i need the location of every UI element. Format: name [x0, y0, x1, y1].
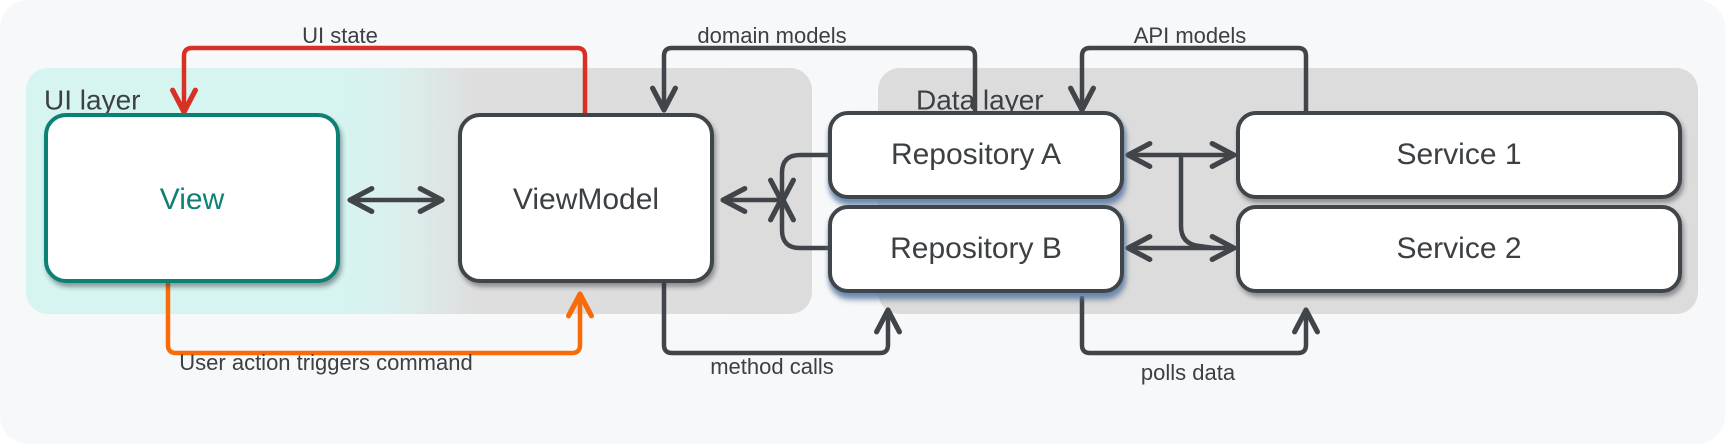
- service-2-box[interactable]: [1236, 205, 1682, 293]
- service-2-label: Service 2: [1396, 232, 1521, 265]
- edge-repo-b-to-viewmodel-branch: [768, 195, 831, 251]
- edge-ui-state: [170, 45, 588, 138]
- node-service-1[interactable]: Service 1: [1236, 111, 1682, 199]
- edge-method-calls: [661, 279, 902, 356]
- viewmodel-label: ViewModel: [513, 183, 659, 216]
- edge-label-user-action: User action triggers command: [179, 350, 472, 375]
- edge-service-cross-link: [1178, 152, 1217, 251]
- edge-label-ui-state: UI state: [302, 23, 378, 48]
- node-view[interactable]: View: [44, 113, 340, 283]
- node-service-2[interactable]: Service 2: [1236, 205, 1682, 293]
- node-viewmodel[interactable]: ViewModel: [458, 113, 714, 283]
- edge-label-domain-models: domain models: [697, 23, 846, 48]
- repository-b-box[interactable]: [828, 205, 1124, 293]
- service-1-box[interactable]: [1236, 111, 1682, 199]
- repository-a-label: Repository A: [891, 138, 1061, 171]
- edge-label-method-calls: method calls: [710, 354, 834, 379]
- edge-domain-models: [650, 45, 978, 115]
- edge-label-api-models: API models: [1134, 23, 1247, 48]
- edge-user-action: [165, 279, 594, 356]
- node-repository-b[interactable]: Repository B: [828, 205, 1124, 293]
- edge-repo-a-to-viewmodel-branch: [768, 152, 831, 205]
- data-layer-label: Data layer: [916, 84, 1044, 115]
- edge-api-models: [1068, 45, 1309, 115]
- edge-polls-data: [1079, 295, 1320, 356]
- repository-b-label: Repository B: [890, 232, 1062, 265]
- viewmodel-box[interactable]: [458, 113, 714, 283]
- node-repository-a[interactable]: Repository A: [828, 111, 1124, 199]
- ui-layer-label: UI layer: [44, 84, 140, 115]
- view-label: View: [160, 183, 225, 216]
- view-box[interactable]: [44, 113, 340, 283]
- edge-label-polls-data: polls data: [1141, 360, 1236, 385]
- repository-a-box[interactable]: [828, 111, 1124, 199]
- service-1-label: Service 1: [1396, 138, 1521, 171]
